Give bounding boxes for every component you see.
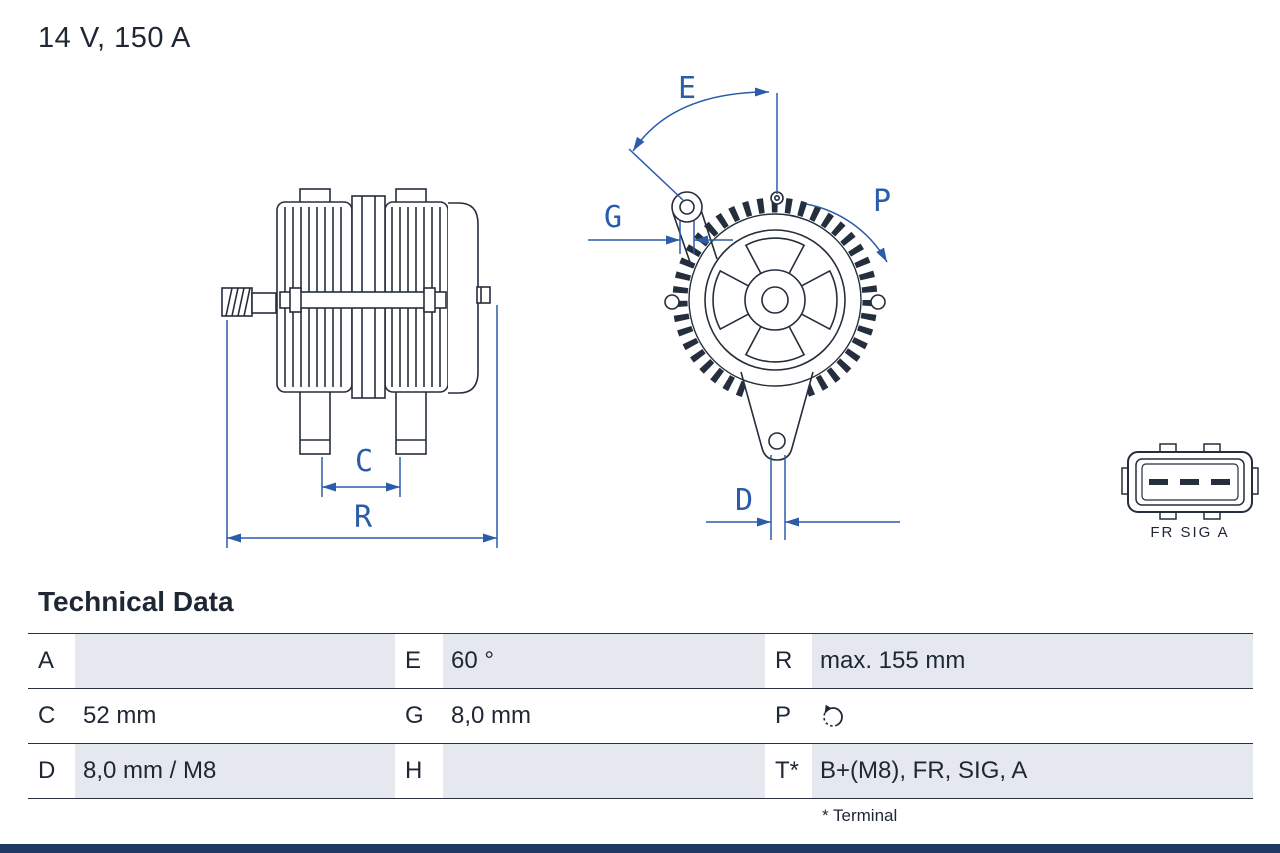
- param-value-g: 8,0 mm: [443, 688, 765, 744]
- dim-label-p: P: [873, 184, 891, 219]
- top-lug: [671, 191, 703, 223]
- param-key-c: C: [28, 688, 75, 744]
- bottom-lug: [740, 371, 814, 461]
- connector-pin-sig: [1180, 479, 1199, 485]
- rotation-direction-icon: [823, 705, 843, 728]
- param-key-p: P: [765, 688, 812, 744]
- table-row: D 8,0 mm / M8 H T* B+(M8), FR, SIG, A: [28, 743, 1253, 799]
- dim-label-e: E: [678, 71, 696, 106]
- param-value-a: [75, 633, 395, 689]
- connector-pin-fr: [1149, 479, 1168, 485]
- connector-pin-labels: FR SIG A: [1150, 524, 1229, 541]
- param-key-h: H: [395, 743, 443, 799]
- dim-label-r: R: [354, 500, 373, 535]
- technical-drawing: E G P C R D FR SIG A: [221, 71, 1259, 548]
- dim-label-g: G: [604, 200, 622, 235]
- bottom-accent-bar: [0, 844, 1280, 853]
- param-value-r: max. 155 mm: [812, 633, 1253, 689]
- param-value-e: 60 °: [443, 633, 765, 689]
- dim-label-d: D: [735, 483, 753, 518]
- dim-label-c: C: [355, 444, 373, 479]
- param-value-p: [812, 688, 1253, 744]
- param-key-e: E: [395, 633, 443, 689]
- table-row: C 52 mm G 8,0 mm P: [28, 688, 1253, 744]
- param-key-d: D: [28, 743, 75, 799]
- param-key-a: A: [28, 633, 75, 689]
- dimension-labels: E G P C R D: [354, 71, 891, 535]
- front-view-dimension-lines: [588, 87, 900, 540]
- table-row: A E 60 ° R max. 155 mm: [28, 633, 1253, 689]
- param-value-c: 52 mm: [75, 688, 395, 744]
- param-key-t: T*: [765, 743, 812, 799]
- alternator-side-view: [221, 188, 491, 455]
- connector-pin-a: [1211, 479, 1230, 485]
- product-rating: 14 V, 150 A: [38, 22, 191, 54]
- param-value-d: 8,0 mm / M8: [75, 743, 395, 799]
- param-value-t: B+(M8), FR, SIG, A: [812, 743, 1253, 799]
- connector-drawing: [1121, 443, 1259, 520]
- param-value-h: [443, 743, 765, 799]
- param-key-r: R: [765, 633, 812, 689]
- technical-data-title: Technical Data: [38, 586, 234, 617]
- param-key-g: G: [395, 688, 443, 744]
- mounting-lug: [299, 387, 331, 455]
- alternator-front-view: [664, 191, 886, 461]
- side-view-dimension-lines: [226, 305, 498, 548]
- mounting-lug: [395, 387, 427, 455]
- technical-data-table: A E 60 ° R max. 155 mm C 52 mm G 8,0 mm …: [28, 633, 1253, 799]
- terminal-footnote: * Terminal: [822, 806, 898, 825]
